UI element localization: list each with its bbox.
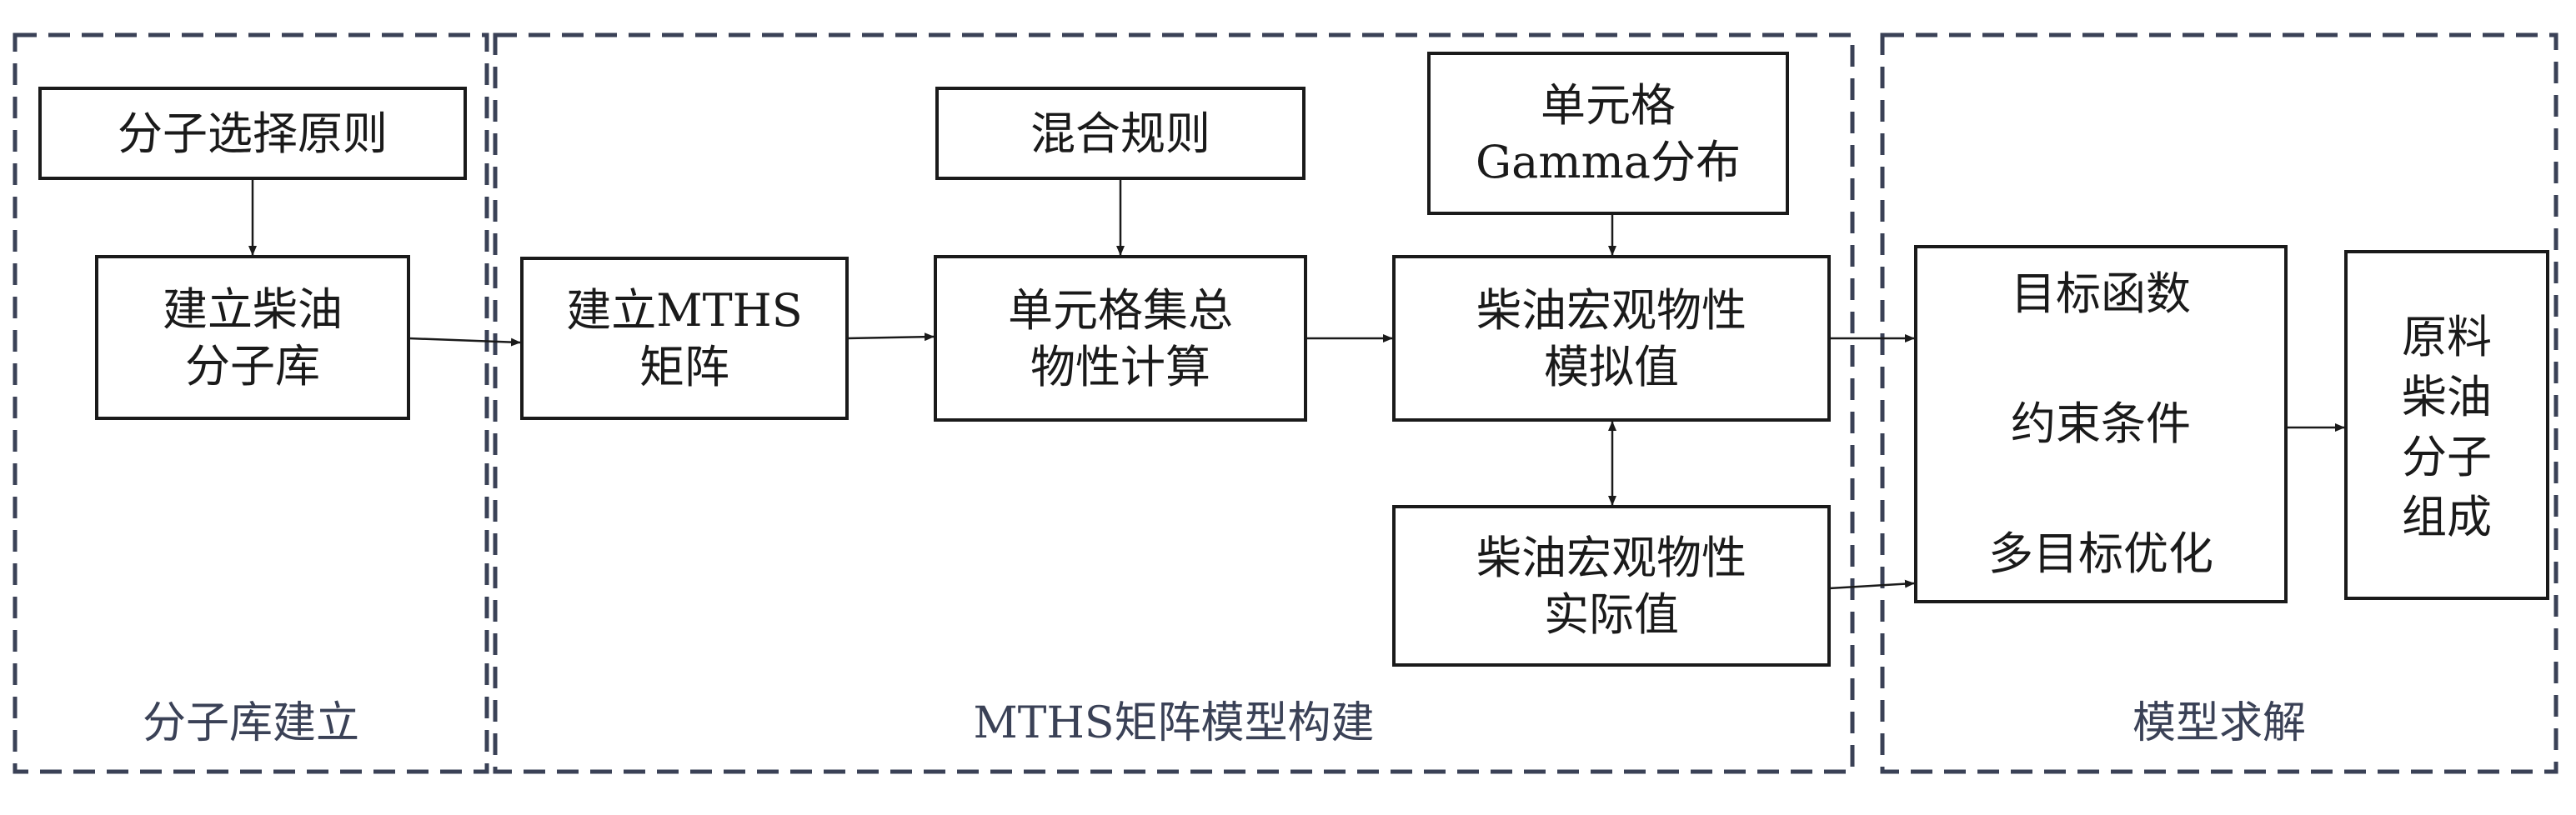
sim-value-line-1: 柴油宏观物性 [1476,284,1747,337]
result-line-3: 分子 [2402,431,2492,483]
actual-value-line-1: 柴油宏观物性 [1476,532,1747,584]
group-solve-frame [1880,32,2558,774]
gamma-dist-line-2: Gamma分布 [1476,136,1741,188]
node-build-library: 建立柴油分子库 [95,255,410,420]
node-objective: 目标函数约束条件多目标优化 [1914,245,2288,603]
node-build-library-label: 建立柴油分子库 [163,283,343,392]
build-mths-line-1: 建立MTHS [566,284,802,337]
node-selection-principle-label: 分子选择原则 [118,108,388,160]
objective-line-3: 多目标优化 [1988,528,2213,580]
node-cell-calc-frame [934,255,1307,422]
result-line-2: 柴油 [2402,371,2492,423]
node-sim-value: 柴油宏观物性模拟值 [1392,255,1831,422]
edges [248,178,2345,590]
group-library: 分子库建立 [13,32,489,774]
group-library-frame [13,32,489,774]
node-cell-calc: 单元格集总物性计算 [934,255,1307,422]
node-cell-calc-label: 单元格集总物性计算 [1008,284,1233,393]
selection-principle-line-1: 分子选择原则 [118,108,388,160]
node-build-library-frame [95,255,410,420]
edge-actual-to-objective [1828,579,1915,590]
node-selection-principle-frame [38,87,467,180]
node-sim-value-frame [1392,255,1831,422]
group-mths-label: MTHS矩阵模型构建 [974,698,1375,748]
mixing-rule-line-1: 混合规则 [1030,108,1210,160]
edge-library-to-mths [408,337,521,347]
sim-value-line-2: 模拟值 [1544,341,1679,393]
group-mths: MTHS矩阵模型构建 [493,32,1855,774]
actual-value-line-2: 实际值 [1544,588,1679,641]
node-actual-value-label: 柴油宏观物性实际值 [1476,532,1747,641]
build-library-line-1: 建立柴油 [163,283,343,336]
node-selection-principle: 分子选择原则 [38,87,467,180]
node-actual-value-frame [1392,505,1831,667]
node-objective-label: 目标函数约束条件多目标优化 [1988,268,2213,580]
cell-calc-line-2: 物性计算 [1030,341,1210,393]
node-mixing-rule-frame [935,87,1306,180]
objective-line-2: 约束条件 [2011,398,2191,450]
result-line-4: 组成 [2402,491,2492,543]
group-mths-frame [493,32,1855,774]
node-mixing-rule: 混合规则 [935,87,1306,180]
node-sim-value-label: 柴油宏观物性模拟值 [1476,284,1747,393]
group-solve: 模型求解 [1880,32,2558,774]
node-result: 原料柴油分子组成 [2344,250,2549,600]
node-objective-frame [1914,245,2288,603]
group-solve-label: 模型求解 [2132,698,2306,748]
gamma-dist-line-1: 单元格 [1541,79,1676,132]
node-actual-value: 柴油宏观物性实际值 [1392,505,1831,667]
group-library-label: 分子库建立 [143,698,359,748]
node-gamma-dist-frame [1427,52,1789,215]
build-mths-line-2: 矩阵 [639,341,729,393]
node-mixing-rule-label: 混合规则 [1030,108,1210,160]
cell-calc-line-1: 单元格集总 [1008,284,1233,337]
edge-mths-to-cellcalc [846,332,935,342]
result-line-1: 原料 [2402,311,2492,363]
node-build-mths-frame [520,257,849,420]
build-library-line-2: 分子库 [185,340,320,392]
objective-line-1: 目标函数 [2011,268,2191,320]
node-result-label: 原料柴油分子组成 [2402,311,2492,543]
node-result-frame [2344,250,2549,600]
